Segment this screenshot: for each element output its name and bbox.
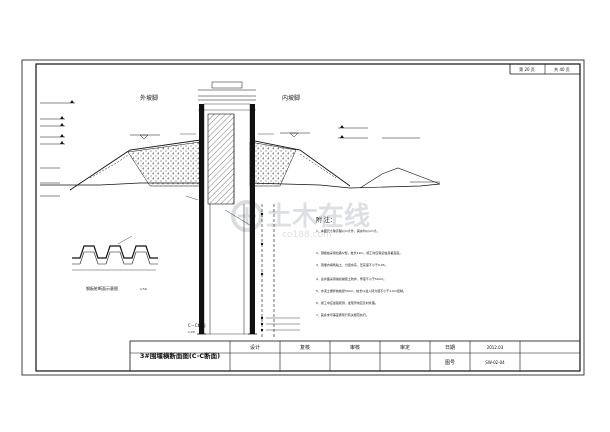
notes-block: 附 注： 1、本图尺寸除高程以m计外，其余均以cm计。 2、钢板桩采用拉森Ⅳ型，… bbox=[316, 216, 406, 317]
sheet-pile-detail: 钢板桩断面示意图 1:50 bbox=[72, 235, 158, 291]
right-sheet-pile bbox=[250, 104, 255, 334]
cofferdam-core bbox=[180, 81, 274, 335]
note-3: 3、围堰内填筑粘土，分层夯实，压实度不小于0.93。 bbox=[316, 262, 388, 267]
note-1: 1、本图尺寸除高程以m计外，其余均以cm计。 bbox=[316, 228, 379, 233]
section-scale: 1:20 bbox=[188, 330, 195, 334]
detail-caption: 钢板桩断面示意图 bbox=[86, 285, 118, 291]
left-side-label: 外坡脚 bbox=[140, 94, 158, 102]
embankment-section: 外坡脚 内坡脚 bbox=[40, 94, 441, 191]
clay-core bbox=[207, 113, 235, 205]
note-4: 4、迎水面采用编织袋装土防护，厚度不小于50cm。 bbox=[316, 276, 386, 281]
note-2: 2、钢板桩采用拉森Ⅳ型，桩长12m，施工时应保证桩身垂直度。 bbox=[316, 250, 402, 255]
approver-label: 审定 bbox=[400, 344, 410, 351]
note-6: 6、施工中应加强观测，发现异常应及时处理。 bbox=[316, 300, 378, 305]
date-label: 日期 bbox=[445, 345, 455, 351]
reviewer-label: 审核 bbox=[350, 344, 360, 351]
drawing-no-value: SW-02-04 bbox=[485, 360, 505, 365]
section-label: C－C断面 bbox=[188, 322, 206, 328]
right-fill bbox=[249, 141, 297, 187]
total-pages-label: 共 40 页 bbox=[554, 66, 570, 72]
detail-scale: 1:50 bbox=[140, 287, 147, 291]
date-value: 2012.03 bbox=[487, 345, 504, 350]
elevation-markers bbox=[40, 100, 440, 197]
soil-profile bbox=[260, 204, 300, 338]
right-side-label: 内坡脚 bbox=[282, 94, 300, 102]
note-5: 5、水泥土搅拌桩桩径50cm，桩长以进入持力层不小于1.0m控制。 bbox=[316, 288, 406, 293]
checker-label: 复核 bbox=[300, 344, 310, 351]
page-label: 第 20 页 bbox=[519, 66, 535, 72]
page-counter: 第 20 页 共 40 页 bbox=[509, 64, 580, 75]
watermark: 土木在线 co188.com bbox=[231, 200, 370, 240]
outer-frame bbox=[21, 59, 585, 376]
watermark-url: co188.com bbox=[282, 230, 332, 240]
left-sheet-pile bbox=[199, 104, 204, 334]
drawing-no-label: 图号 bbox=[445, 360, 455, 366]
title-block: 3#围堰横断面图(C-C断面) 设计 复核 审核 审定 日期 2012.03 图… bbox=[129, 340, 581, 372]
drawing-title: 3#围堰横断面图(C-C断面) bbox=[140, 351, 220, 360]
note-7: 7、其余未尽事宜按现行有关规范执行。 bbox=[316, 312, 369, 317]
watermark-text: 土木在线 bbox=[266, 202, 370, 232]
watermark-logo-icon bbox=[231, 200, 263, 232]
designer-label: 设计 bbox=[250, 344, 260, 351]
notes-heading: 附 注： bbox=[316, 216, 336, 224]
